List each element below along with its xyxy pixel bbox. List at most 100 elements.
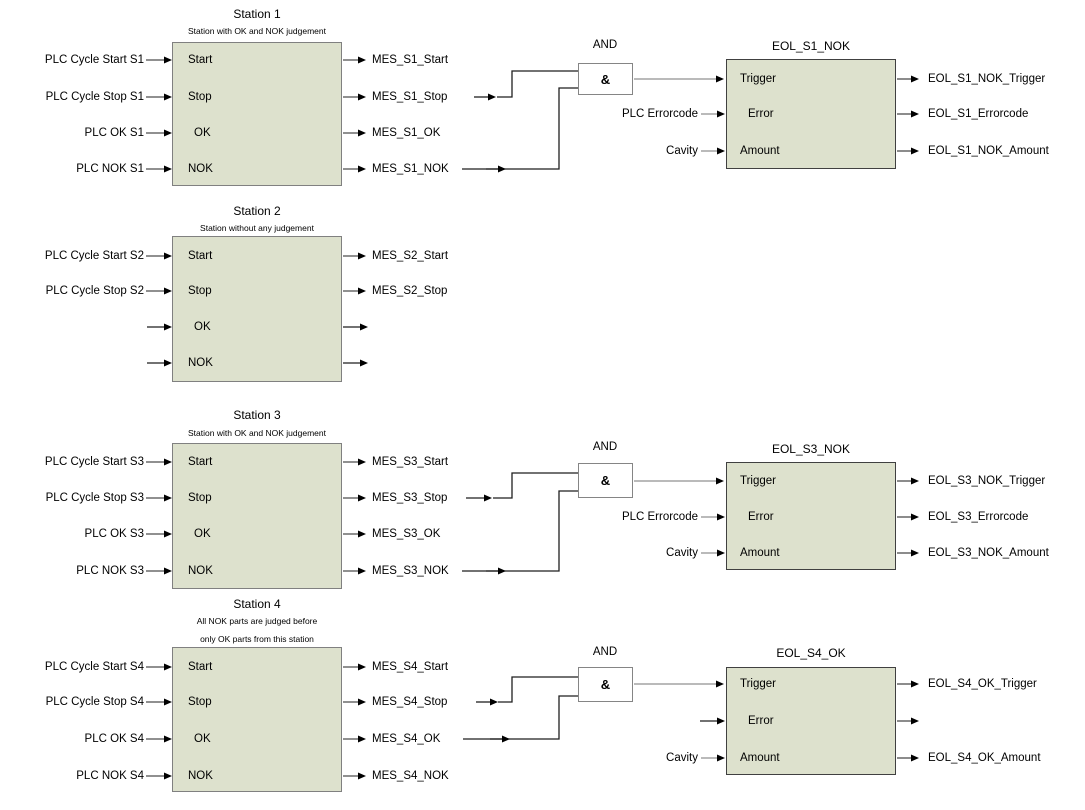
output-label: EOL_S4_OK_Trigger xyxy=(928,678,1037,690)
input-label: PLC Cycle Stop S1 xyxy=(45,91,144,103)
eol-s3-block xyxy=(726,462,896,570)
output-label: EOL_S3_NOK_Trigger xyxy=(928,475,1046,487)
input-label: PLC Errorcode xyxy=(621,511,698,523)
input-label: PLC Cycle Start S4 xyxy=(44,661,144,673)
station-4-port-start: Start xyxy=(188,661,213,673)
eol-s3-port-trigger: Trigger xyxy=(740,475,776,487)
input-label: PLC Errorcode xyxy=(621,108,698,120)
input-label: Cavity xyxy=(666,752,698,764)
wire xyxy=(463,695,578,740)
station-2-subtitle: Station without any judgement xyxy=(200,223,314,233)
input-label: PLC Cycle Start S2 xyxy=(44,250,144,262)
and-gate-1-symbol: & xyxy=(600,71,611,87)
input-label: PLC NOK S3 xyxy=(76,565,144,577)
output-label: MES_S3_OK xyxy=(372,528,441,540)
station-4-port-ok: OK xyxy=(194,733,211,745)
station-2-block xyxy=(172,236,342,382)
input-label: PLC NOK S4 xyxy=(76,770,144,782)
input-label: PLC Cycle Start S1 xyxy=(44,54,144,66)
eol-s3-port-error: Error xyxy=(748,511,774,523)
wire xyxy=(497,70,578,98)
input-label: PLC OK S3 xyxy=(84,528,144,540)
station-4-title: Station 4 xyxy=(233,597,281,611)
eol-s1-port-error: Error xyxy=(748,108,774,120)
eol-s3-port-amount: Amount xyxy=(740,547,780,559)
station-4-subtitle-line2: only OK parts from this station xyxy=(200,634,314,644)
eol-s4-port-amount: Amount xyxy=(740,752,780,764)
output-label: MES_S1_NOK xyxy=(372,163,449,175)
output-label: EOL_S3_NOK_Amount xyxy=(928,547,1049,559)
output-label: EOL_S3_Errorcode xyxy=(928,511,1029,523)
input-label: Cavity xyxy=(666,145,698,157)
station-4-block xyxy=(172,647,342,792)
eol-s1-block xyxy=(726,59,896,169)
input-label: PLC NOK S1 xyxy=(76,163,144,175)
input-label: PLC Cycle Start S3 xyxy=(44,456,144,468)
output-label: EOL_S1_Errorcode xyxy=(928,108,1029,120)
and-gate-3-label: AND xyxy=(592,646,618,658)
station-1-port-start: Start xyxy=(188,54,213,66)
wire xyxy=(498,676,578,703)
output-label: EOL_S1_NOK_Amount xyxy=(928,145,1049,157)
and-gate-2-symbol: & xyxy=(600,473,611,488)
output-label: MES_S4_OK xyxy=(372,733,441,745)
station-2-title: Station 2 xyxy=(233,204,281,218)
and-gate-2-box: & xyxy=(578,463,633,498)
station-2-port-start: Start xyxy=(188,250,213,262)
output-label: MES_S1_Stop xyxy=(372,91,448,103)
station-2-port-ok: OK xyxy=(194,321,211,333)
station-3-port-ok: OK xyxy=(194,528,211,540)
station-3-port-stop: Stop xyxy=(188,492,212,504)
and-gate-1-label: AND xyxy=(592,39,618,51)
station-1-block xyxy=(172,42,342,186)
eol-s3-title: EOL_S3_NOK xyxy=(771,442,851,456)
eol-s4-port-error: Error xyxy=(748,715,774,727)
output-label: MES_S3_Start xyxy=(372,456,449,468)
input-label: PLC Cycle Stop S2 xyxy=(45,285,144,297)
output-label: MES_S4_Stop xyxy=(372,696,448,708)
and-gate-1-box: & xyxy=(578,63,633,95)
eol-s4-title: EOL_S4_OK xyxy=(776,646,846,660)
station-4-port-stop: Stop xyxy=(188,696,212,708)
station-3-subtitle: Station with OK and NOK judgement xyxy=(188,428,326,438)
station-1-port-stop: Stop xyxy=(188,91,212,103)
and-gate-3-symbol: & xyxy=(600,677,611,692)
input-label: PLC OK S4 xyxy=(84,733,144,745)
station-3-title: Station 3 xyxy=(233,408,281,422)
station-3-block xyxy=(172,443,342,589)
station-1-port-ok: OK xyxy=(194,127,211,139)
station-2-port-nok: NOK xyxy=(188,357,213,369)
station-3-port-start: Start xyxy=(188,456,213,468)
eol-s4-block xyxy=(726,667,896,775)
input-label: Cavity xyxy=(666,547,698,559)
station-3-port-nok: NOK xyxy=(188,565,213,577)
output-label: MES_S1_OK xyxy=(372,127,441,139)
eol-s1-title: EOL_S1_NOK xyxy=(771,39,851,53)
output-label: MES_S4_Start xyxy=(372,661,449,673)
and-gate-3-box: & xyxy=(578,667,633,702)
input-label: PLC Cycle Stop S3 xyxy=(45,492,144,504)
wire xyxy=(493,472,578,499)
output-label: MES_S4_NOK xyxy=(372,770,449,782)
station-2-port-stop: Stop xyxy=(188,285,212,297)
station-1-title: Station 1 xyxy=(233,7,281,21)
output-label: EOL_S4_OK_Amount xyxy=(928,752,1041,764)
wire xyxy=(462,490,578,572)
output-label: EOL_S1_NOK_Trigger xyxy=(928,73,1046,85)
station-4-subtitle-line1: All NOK parts are judged before xyxy=(196,616,318,626)
output-label: MES_S2_Stop xyxy=(372,285,448,297)
eol-s1-port-amount: Amount xyxy=(740,145,780,157)
eol-s4-port-trigger: Trigger xyxy=(740,678,776,690)
and-gate-2-label: AND xyxy=(592,441,618,453)
output-label: MES_S2_Start xyxy=(372,250,449,262)
output-label: MES_S3_Stop xyxy=(372,492,448,504)
input-label: PLC Cycle Stop S4 xyxy=(45,696,144,708)
input-label: PLC OK S1 xyxy=(84,127,144,139)
wire xyxy=(462,87,578,170)
output-label: MES_S3_NOK xyxy=(372,565,449,577)
station-1-subtitle: Station with OK and NOK judgement xyxy=(188,26,326,36)
station-4-port-nok: NOK xyxy=(188,770,213,782)
station-1-port-nok: NOK xyxy=(188,163,213,175)
